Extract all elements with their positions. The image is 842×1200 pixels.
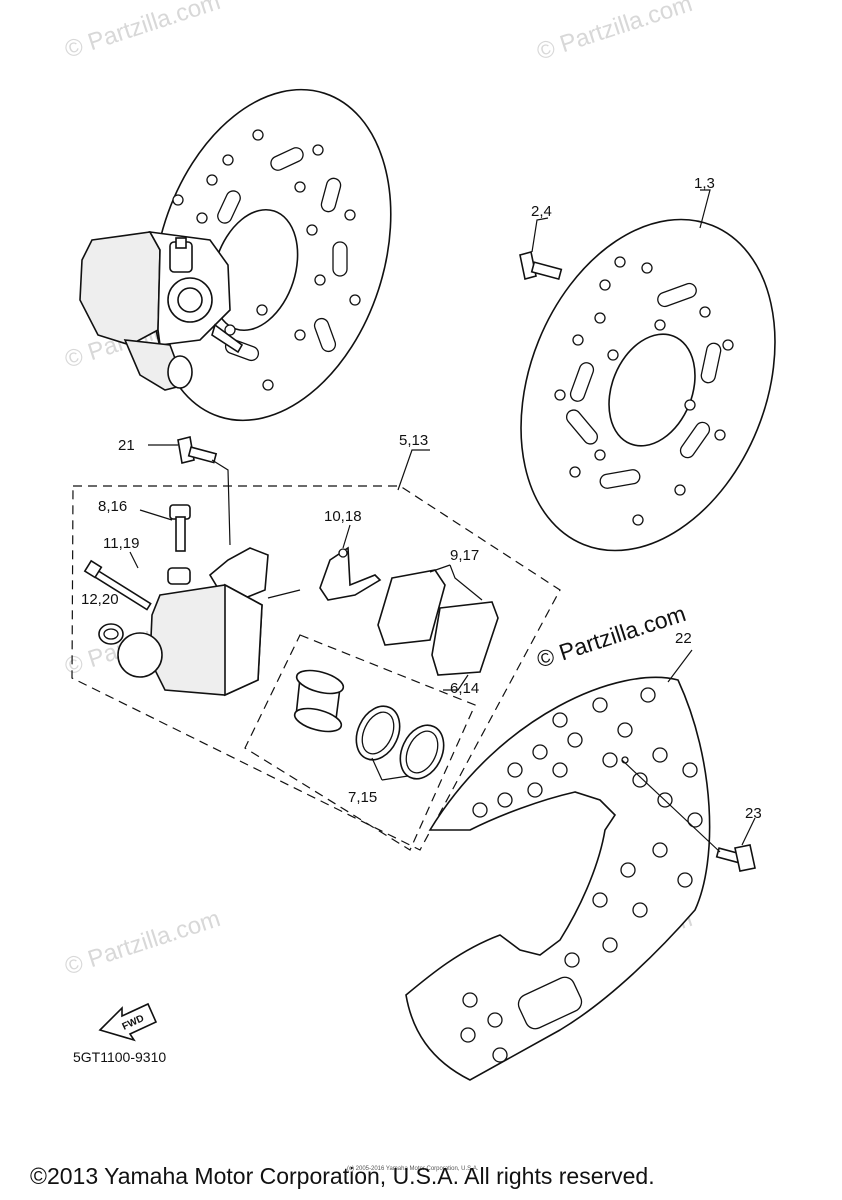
label-9-17: 9,17 — [450, 547, 479, 564]
label-1-3: 1,3 — [694, 175, 715, 192]
watermark: © Partzilla.com — [62, 905, 224, 981]
disc-holes — [554, 256, 734, 526]
forward-arrow-icon: FWD — [98, 1002, 158, 1042]
disc-guard-holes — [460, 687, 703, 1063]
tiny-credit: (c) 2005-2016 Yamaha Motor Corporation, … — [347, 1166, 479, 1172]
piston — [293, 669, 345, 733]
caliper-assembly — [71, 485, 561, 851]
part-labels: 1,3 2,4 5,13 6,14 7,15 8,16 9,17 10,18 1… — [81, 175, 762, 822]
label-6-14: 6,14 — [450, 680, 479, 697]
disc-bolt — [519, 251, 563, 281]
caliper-pin — [83, 559, 152, 611]
partzilla-watermark: © Partzilla.com — [534, 600, 689, 673]
label-2-4: 2,4 — [531, 203, 552, 220]
caliper-assembly-outline — [71, 485, 561, 851]
label-8-16: 8,16 — [98, 498, 127, 515]
bleed-screw — [169, 504, 191, 552]
copyright-notice: ©2013 Yamaha Motor Corporation, U.S.A. A… — [30, 1163, 655, 1189]
piston-kit-outline — [244, 634, 476, 851]
brake-pads — [377, 569, 499, 676]
disc-guard-bolt — [715, 844, 756, 872]
label-7-15: 7,15 — [348, 789, 377, 806]
assembled-caliper — [79, 230, 244, 391]
diagram-code: 5GT1100-9310 — [73, 1049, 166, 1065]
label-22: 22 — [675, 630, 692, 647]
assembled-disc-holes — [172, 129, 361, 391]
watermark: © Partzilla.com — [62, 0, 224, 64]
watermark: © Partzilla.com — [534, 0, 696, 66]
label-21: 21 — [118, 437, 135, 454]
brake-disc — [520, 218, 776, 552]
label-5-13: 5,13 — [399, 432, 428, 449]
disc-guard — [405, 676, 711, 1081]
label-10-18: 10,18 — [324, 508, 362, 525]
label-12-20: 12,20 — [81, 591, 119, 608]
assembled-brake-illustration — [79, 88, 392, 422]
pin-boot — [98, 623, 124, 645]
caliper-body — [117, 547, 269, 697]
piston-seals — [355, 705, 445, 780]
caliper-bolt — [177, 436, 218, 464]
leader-lines — [129, 189, 756, 853]
pad-spring — [319, 546, 382, 601]
label-23: 23 — [745, 805, 762, 822]
label-11-19: 11,19 — [103, 535, 139, 552]
